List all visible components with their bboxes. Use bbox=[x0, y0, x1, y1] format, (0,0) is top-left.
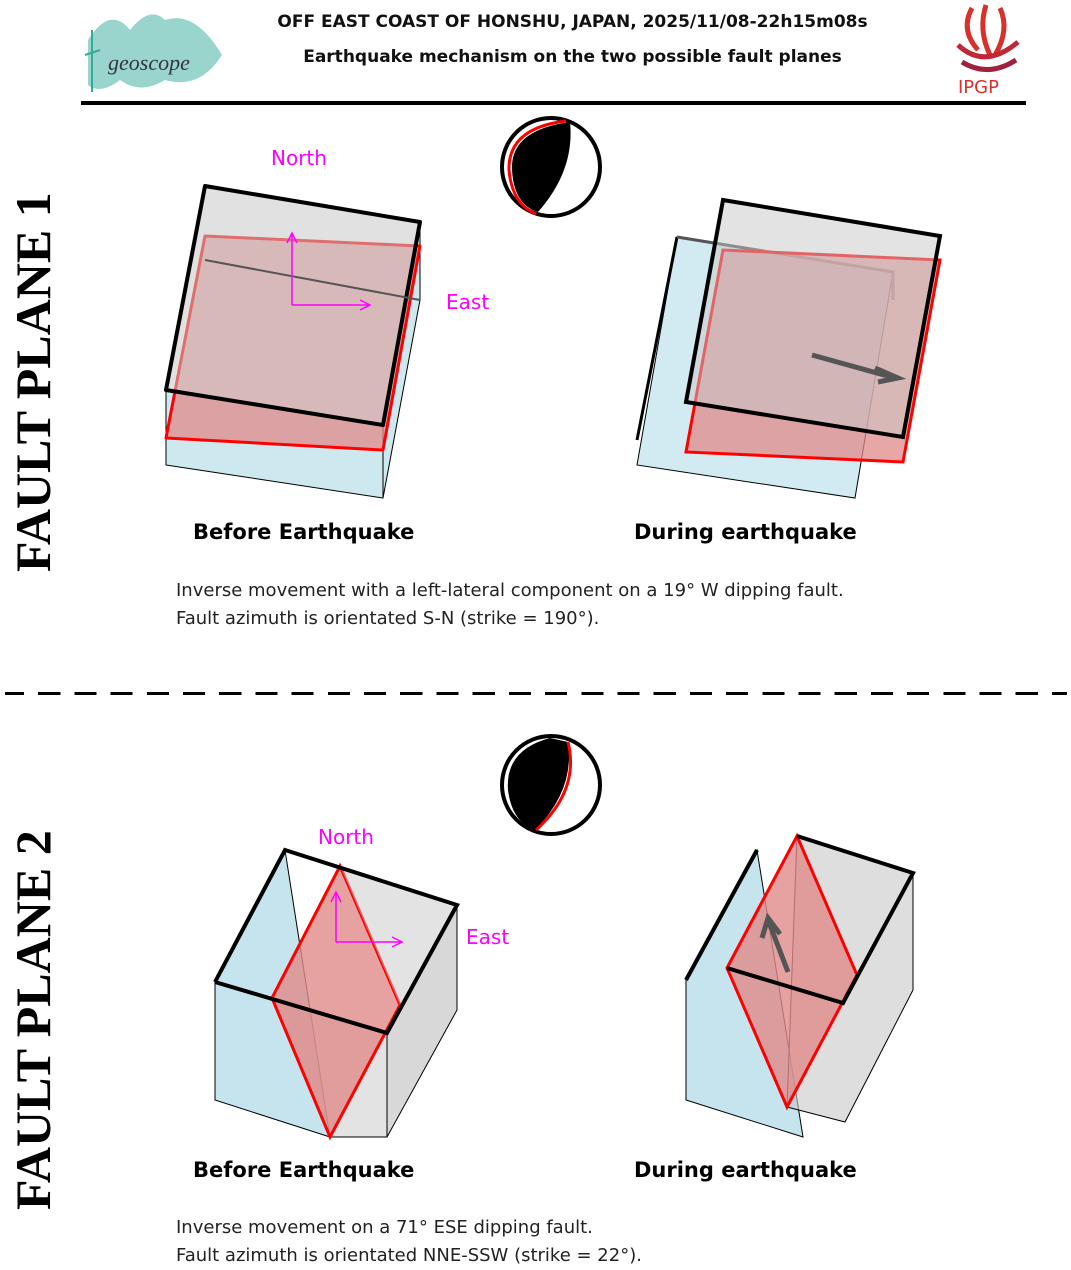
fault-plane bbox=[270, 862, 402, 1141]
description-line: Fault azimuth is orientated S-N (strike … bbox=[176, 608, 600, 629]
east-label: East bbox=[446, 290, 490, 314]
ipgp-logo: IPGP bbox=[956, 4, 1020, 98]
description-line: Fault azimuth is orientated NNE-SSW (str… bbox=[176, 1245, 642, 1266]
compass-plane-1 bbox=[286, 231, 372, 311]
hanging-wall-top bbox=[683, 197, 943, 440]
during-caption: During earthquake bbox=[634, 520, 857, 544]
before-caption: Before Earthquake bbox=[193, 520, 415, 544]
north-label: North bbox=[271, 146, 327, 170]
before-caption: Before Earthquake bbox=[193, 1158, 415, 1182]
svg-text:IPGP: IPGP bbox=[958, 77, 999, 98]
block-before-plane-2 bbox=[213, 847, 460, 1141]
section-divider bbox=[5, 692, 1067, 695]
slip-arrow bbox=[811, 352, 907, 385]
description-line: Inverse movement with a left-lateral com… bbox=[176, 580, 844, 601]
page-title: OFF EAST COAST OF HONSHU, JAPAN, 2025/11… bbox=[277, 12, 868, 32]
block-during-plane-2 bbox=[684, 832, 916, 1138]
plane-2-description: Inverse movement on a 71° ESE dipping fa… bbox=[176, 1214, 642, 1270]
geoscope-logo: geoscope bbox=[84, 14, 222, 92]
beachball-plane-1 bbox=[500, 116, 602, 218]
compass-plane-2 bbox=[330, 890, 404, 948]
page-subtitle: Earthquake mechanism on the two possible… bbox=[303, 47, 842, 67]
plane-1-description: Inverse movement with a left-lateral com… bbox=[176, 577, 844, 633]
svg-text:geoscope: geoscope bbox=[108, 50, 190, 75]
during-caption: During earthquake bbox=[634, 1158, 857, 1182]
beachball-plane-2 bbox=[500, 734, 602, 836]
side-label-plane-2: FAULT PLANE 2 bbox=[5, 830, 61, 1210]
east-label: East bbox=[466, 925, 510, 949]
fault-plane bbox=[725, 832, 859, 1111]
block-before-plane-1 bbox=[164, 184, 422, 499]
slip-arrow bbox=[759, 912, 791, 973]
header-divider bbox=[81, 101, 1026, 105]
block-during-plane-1 bbox=[635, 197, 943, 499]
side-label-plane-1: FAULT PLANE 1 bbox=[5, 192, 61, 572]
description-line: Inverse movement on a 71° ESE dipping fa… bbox=[176, 1217, 593, 1238]
north-label: North bbox=[318, 825, 374, 849]
